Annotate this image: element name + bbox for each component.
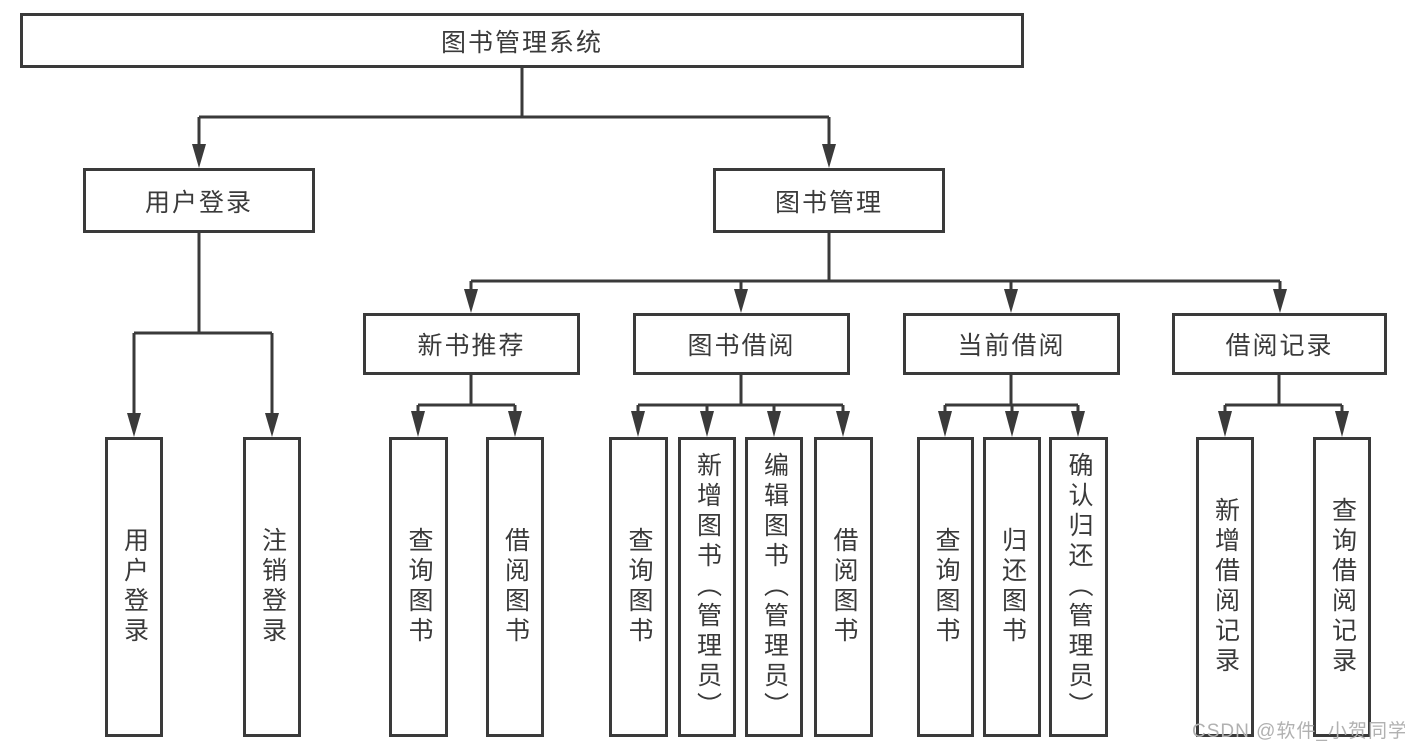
node-user-login-label: 用户登录	[144, 188, 253, 217]
leaf-logout-label: 注销登录	[258, 527, 287, 647]
node-current-borrow-label: 当前借阅	[957, 332, 1066, 360]
leaf-logout: 注销登录	[243, 437, 301, 737]
leaf-recommend-query-books: 查询图书	[389, 437, 448, 737]
leaf-recommend-borrow-books-label: 借阅图书	[501, 527, 530, 647]
node-root-label: 图书管理系统	[440, 28, 603, 57]
leaf-borrow-books: 借阅图书	[814, 437, 873, 737]
node-root-system: 图书管理系统	[20, 13, 1024, 68]
connector-recommend-to-leaves	[411, 375, 522, 437]
leaf-borrow-books-label: 借阅图书	[830, 527, 858, 647]
leaf-edit-books-admin-label: 编辑图书（管理员）	[760, 452, 789, 722]
csdn-watermark: CSDN @软件_小贺同学	[1192, 721, 1405, 742]
leaf-return-books: 归还图书	[983, 437, 1041, 737]
node-user-login: 用户登录	[83, 168, 315, 233]
node-new-book-recommend-label: 新书推荐	[417, 332, 526, 360]
leaf-recommend-borrow-books: 借阅图书	[486, 437, 544, 737]
leaf-query-borrow-record: 查询借阅记录	[1313, 437, 1371, 737]
leaf-current-query-books-label: 查询图书	[932, 527, 960, 647]
node-book-manage-label: 图书管理	[774, 188, 883, 217]
connector-root-to-level2	[192, 68, 836, 168]
leaf-edit-books-admin: 编辑图书（管理员）	[745, 437, 803, 737]
leaf-borrow-query-books-label: 查询图书	[625, 527, 653, 647]
leaf-confirm-return-admin-label: 确认归还（管理员）	[1065, 452, 1093, 722]
connector-manage-to-sections	[464, 233, 1287, 313]
leaf-add-books-admin: 新增图书（管理员）	[678, 437, 736, 737]
connector-borrow-to-leaves	[631, 375, 850, 437]
node-borrow-records-label: 借阅记录	[1225, 332, 1334, 360]
leaf-add-borrow-record-label: 新增借阅记录	[1211, 497, 1240, 677]
leaf-current-query-books: 查询图书	[917, 437, 974, 737]
leaf-query-borrow-record-label: 查询借阅记录	[1328, 497, 1357, 677]
connector-login-to-leaves	[127, 233, 279, 437]
node-borrow-records: 借阅记录	[1172, 313, 1387, 375]
node-book-manage: 图书管理	[713, 168, 945, 233]
node-book-borrow: 图书借阅	[633, 313, 850, 375]
leaf-user-login-label: 用户登录	[120, 527, 149, 647]
node-current-borrow: 当前借阅	[903, 313, 1120, 375]
node-new-book-recommend: 新书推荐	[363, 313, 580, 375]
leaf-return-books-label: 归还图书	[998, 527, 1027, 647]
leaf-user-login: 用户登录	[105, 437, 163, 737]
leaf-borrow-query-books: 查询图书	[609, 437, 668, 737]
leaf-confirm-return-admin: 确认归还（管理员）	[1049, 437, 1108, 737]
leaf-recommend-query-books-label: 查询图书	[405, 527, 433, 647]
leaf-add-books-admin-label: 新增图书（管理员）	[693, 452, 722, 722]
connector-current-to-leaves	[938, 375, 1085, 437]
leaf-add-borrow-record: 新增借阅记录	[1196, 437, 1254, 737]
connector-records-to-leaves	[1218, 375, 1349, 437]
node-book-borrow-label: 图书借阅	[687, 332, 796, 360]
